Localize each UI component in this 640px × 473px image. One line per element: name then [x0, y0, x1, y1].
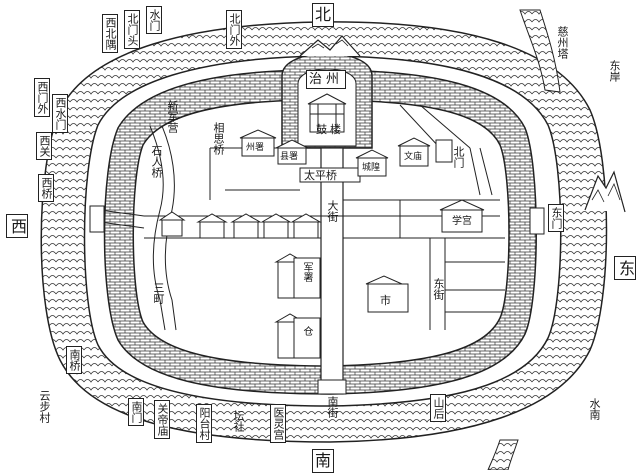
drum-tower-label: 鼓楼 — [316, 123, 344, 136]
third-street-label: 三町 — [152, 282, 165, 304]
west-canal — [149, 125, 177, 331]
gates — [89, 139, 545, 395]
outer-top-left-2: 北门头 — [124, 10, 140, 49]
drum-tower-building — [307, 93, 347, 133]
mountain-icon — [299, 35, 361, 57]
outer-bottom-right-1: 山后 — [430, 394, 446, 422]
west-label: 西 — [6, 214, 28, 238]
buildings — [158, 93, 485, 359]
county-office-label: 县署 — [280, 152, 299, 162]
outer-bottom-4: 坛社 — [232, 410, 245, 432]
outer-left-2: 西水门 — [52, 94, 68, 133]
west-gate — [89, 205, 105, 233]
outer-left-4: 西桥 — [38, 174, 54, 202]
inner-nw2-label: 相思桥 — [212, 122, 225, 155]
south-gate — [317, 379, 347, 395]
northeast-gate-label: 北门 — [452, 146, 465, 168]
east-label: 东 — [614, 256, 636, 280]
east-gate — [529, 207, 545, 235]
northeast-gate — [435, 139, 453, 163]
south-street-label: 南街 — [326, 396, 339, 418]
outer-bottom-left-2: 南桥 — [66, 346, 82, 374]
school-label: 学宫 — [452, 216, 472, 227]
outer-top-left-1: 西北隅 — [102, 14, 118, 53]
city-name: 治州 — [306, 70, 347, 89]
outer-bottom-5: 医灵宫 — [270, 404, 286, 443]
outer-bottom-right-2: 水南 — [588, 398, 601, 420]
river-east — [519, 9, 561, 93]
outer-right-1: 东岸 — [608, 60, 621, 82]
south-label: 南 — [312, 449, 335, 473]
outer-top-mid: 北门外 — [226, 10, 242, 49]
stone-bridge-label: 石人桥 — [150, 145, 163, 178]
east-street-label: 东街 — [432, 278, 445, 300]
river-south — [487, 439, 519, 470]
outer-bottom-left-1: 云步村 — [38, 390, 51, 423]
outer-bottom-3: 阳台村 — [196, 404, 212, 443]
taiping-bridge-label: 太平桥 — [304, 169, 337, 182]
north-label: 北 — [312, 3, 335, 27]
prefecture-office-label: 州署 — [246, 143, 265, 153]
main-street — [320, 147, 344, 395]
outer-top-left-3: 水门 — [146, 6, 162, 34]
big-street-label: 大街 — [326, 200, 339, 222]
outer-bottom-1: 南门 — [128, 398, 144, 426]
outer-left-3: 西关 — [36, 132, 52, 160]
outer-left-1: 西门外 — [34, 78, 50, 117]
east-peak-icon — [584, 170, 626, 213]
market-label: 市 — [380, 294, 391, 307]
outer-top-right: 慈州塔 — [556, 26, 569, 59]
temple-a-label: 城隍 — [362, 163, 381, 173]
inner-nw-label: 新军营 — [166, 100, 179, 133]
military-office-label: 军署 — [301, 262, 312, 282]
outer-bottom-2: 关帝庙 — [154, 400, 170, 439]
warehouse-label: 仓 — [301, 326, 312, 336]
outer-right-2: 东门 — [548, 204, 564, 232]
temple-b-label: 文庙 — [404, 152, 423, 162]
